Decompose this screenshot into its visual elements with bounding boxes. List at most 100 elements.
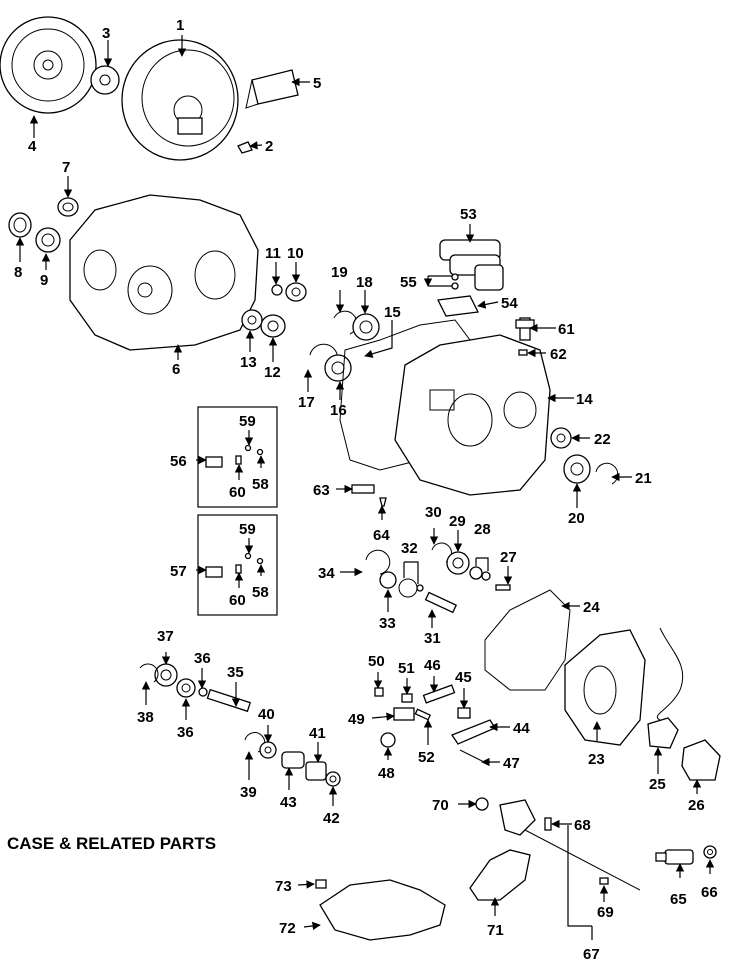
heat-shield-72: [319, 879, 446, 941]
snap-ring-21: [595, 462, 619, 485]
o-ring-66: [703, 845, 717, 859]
callout-59b: 59: [239, 521, 256, 538]
callout-16: 16: [330, 402, 347, 419]
callout-62: 62: [550, 346, 567, 363]
bearing-10: [285, 282, 307, 302]
bearing-16: [324, 354, 352, 382]
callout-43: 43: [280, 794, 297, 811]
speed-sensor: [515, 317, 535, 341]
callout-72: 72: [279, 920, 296, 937]
callout-36a: 36: [194, 650, 211, 667]
clip-69: [599, 877, 609, 885]
callout-13: 13: [240, 354, 257, 371]
torque-converter: [121, 39, 239, 161]
link-49: [393, 707, 415, 721]
diagram-title: CASE & RELATED PARTS: [7, 834, 216, 853]
spacer-28a: [469, 566, 483, 580]
callout-70: 70: [432, 797, 449, 814]
seal-7: [57, 197, 79, 217]
callout-12: 12: [264, 364, 281, 381]
piston-41: [305, 761, 327, 781]
lever-44: [451, 719, 496, 745]
snap-ring-38: [139, 663, 159, 683]
callout-65: 65: [670, 891, 687, 908]
callout-36b: 36: [177, 724, 194, 741]
clip-50: [374, 687, 384, 697]
callout-42: 42: [323, 810, 340, 827]
callout-30: 30: [425, 504, 442, 521]
rod-47: [459, 749, 485, 763]
shaft-35: [206, 688, 252, 713]
callout-14: 14: [576, 391, 593, 408]
seal-42: [325, 771, 341, 787]
callout-39: 39: [240, 784, 257, 801]
cover-gasket: [484, 589, 571, 691]
bolt-63: [351, 484, 375, 494]
transmission-case: [394, 334, 551, 496]
bushing-45: [457, 707, 471, 719]
callout-63: 63: [313, 482, 330, 499]
washer-13: [241, 309, 263, 331]
shift-fork-71: [469, 849, 531, 901]
sensor-25: [647, 717, 679, 749]
callout-60a: 60: [229, 484, 246, 501]
callout-54: 54: [501, 295, 518, 312]
shift-shaft-67: [524, 829, 641, 891]
pin-46: [422, 684, 456, 704]
spring-43: [281, 751, 305, 769]
callout-29: 29: [449, 513, 466, 530]
seal-22: [550, 427, 572, 449]
solenoid-assembly: [439, 239, 504, 291]
callout-labels: 1 2 3 4 5 6 7 8 9 10 11 12 13 14 15 16 1…: [14, 17, 718, 963]
callout-40: 40: [258, 706, 275, 723]
callout-17: 17: [298, 394, 315, 411]
seal-9: [35, 227, 61, 253]
callout-3: 3: [102, 25, 110, 42]
bearing-33: [379, 571, 397, 589]
washer-36a: [198, 687, 208, 697]
callout-25: 25: [649, 776, 666, 793]
callout-46: 46: [424, 657, 441, 674]
callout-41: 41: [309, 725, 326, 742]
solenoid-gasket: [437, 295, 479, 317]
callout-34: 34: [318, 565, 335, 582]
callout-51: 51: [398, 660, 415, 677]
spring-51: [401, 693, 413, 703]
bearing-40: [259, 741, 277, 759]
callout-box-56: [197, 406, 278, 508]
callout-33: 33: [379, 615, 396, 632]
bearing-20: [563, 454, 591, 484]
wire-harness: [657, 627, 684, 721]
callout-10: 10: [287, 245, 304, 262]
leader-lines: [15, 35, 715, 940]
bearing-18: [352, 313, 380, 341]
callout-box-57: [197, 514, 278, 616]
shift-lever-bracket: [499, 799, 536, 836]
callout-23: 23: [588, 751, 605, 768]
vent-fitting-57: [205, 552, 264, 578]
callout-48: 48: [378, 765, 395, 782]
bearing-29: [446, 551, 470, 575]
callout-37: 37: [157, 628, 174, 645]
seal-70: [475, 797, 489, 811]
callout-73: 73: [275, 878, 292, 895]
callout-71: 71: [487, 922, 504, 939]
callout-59a: 59: [239, 413, 256, 430]
transmission-cover: [564, 629, 646, 746]
snap-ring-34: [365, 549, 391, 575]
callout-18: 18: [356, 274, 373, 291]
clip-73: [315, 879, 327, 889]
sensor-o-ring: [518, 349, 528, 356]
bearing-12: [260, 314, 286, 338]
bearing-37: [154, 663, 178, 687]
callout-68: 68: [574, 817, 591, 834]
callout-1: 1: [176, 17, 184, 34]
callout-2: 2: [265, 138, 273, 155]
callout-8: 8: [14, 264, 22, 281]
callout-26: 26: [688, 797, 705, 814]
callout-57: 57: [170, 563, 187, 580]
callout-58a: 58: [252, 476, 269, 493]
callout-49: 49: [348, 711, 365, 728]
flex-plate: [0, 16, 97, 114]
callout-4: 4: [28, 138, 37, 155]
